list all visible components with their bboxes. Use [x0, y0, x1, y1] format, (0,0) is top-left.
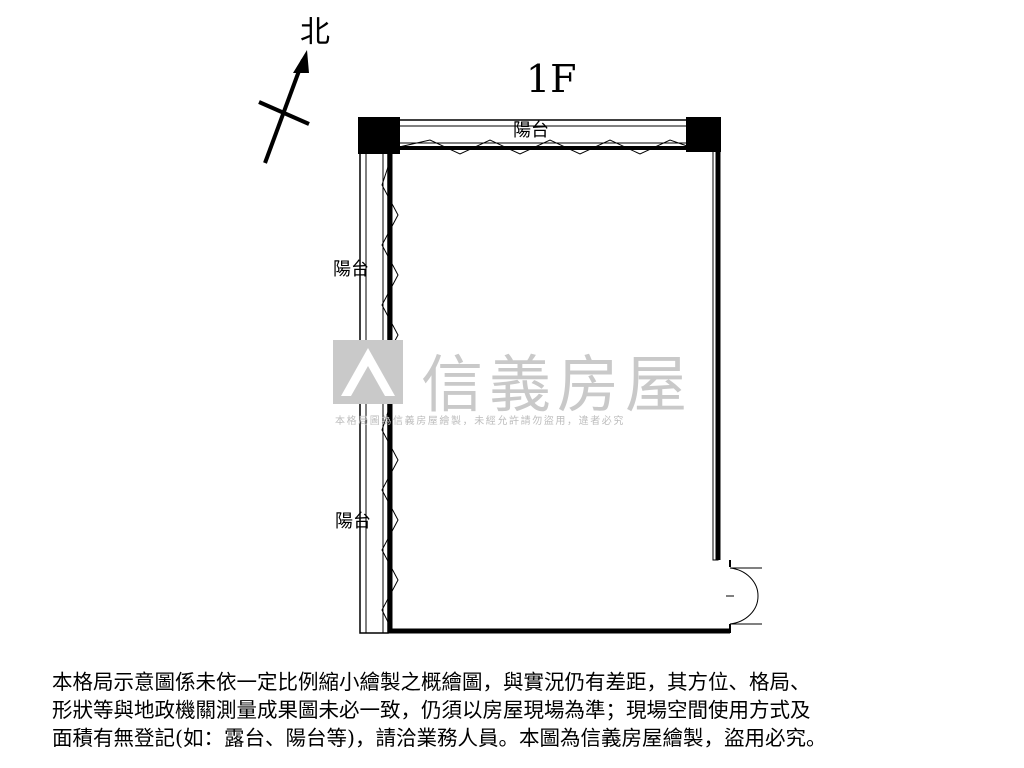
floor-title: 1F [526, 57, 577, 101]
disclaimer: 本格局示意圖係未依一定比例縮小繪製之概繪圖，與實況仍有差距，其方位、格局、 形狀… [52, 668, 972, 752]
balcony-top-label: 陽台 [513, 120, 549, 141]
north-arrow-icon [258, 50, 310, 164]
north-label: 北 [300, 15, 330, 50]
disclaimer-line-3: 面積有無登記(如：露台、陽台等)，請洽業務人員。本圖為信義房屋繪製，盜用必究。 [52, 726, 827, 750]
balcony-left-lower-label: 陽台 [335, 511, 371, 532]
main-room-walls [387, 146, 731, 634]
disclaimer-line-2: 形狀等與地政機關測量成果圖未必一致，仍須以房屋現場為準；現場空間使用方式及 [52, 698, 811, 722]
balcony-left-upper-label: 陽台 [333, 259, 369, 280]
disclaimer-line-1: 本格局示意圖係未依一定比例縮小繪製之概繪圖，與實況仍有差距，其方位、格局、 [52, 670, 811, 694]
column-left-middle [358, 372, 395, 402]
entrance-door-icon [726, 567, 762, 625]
